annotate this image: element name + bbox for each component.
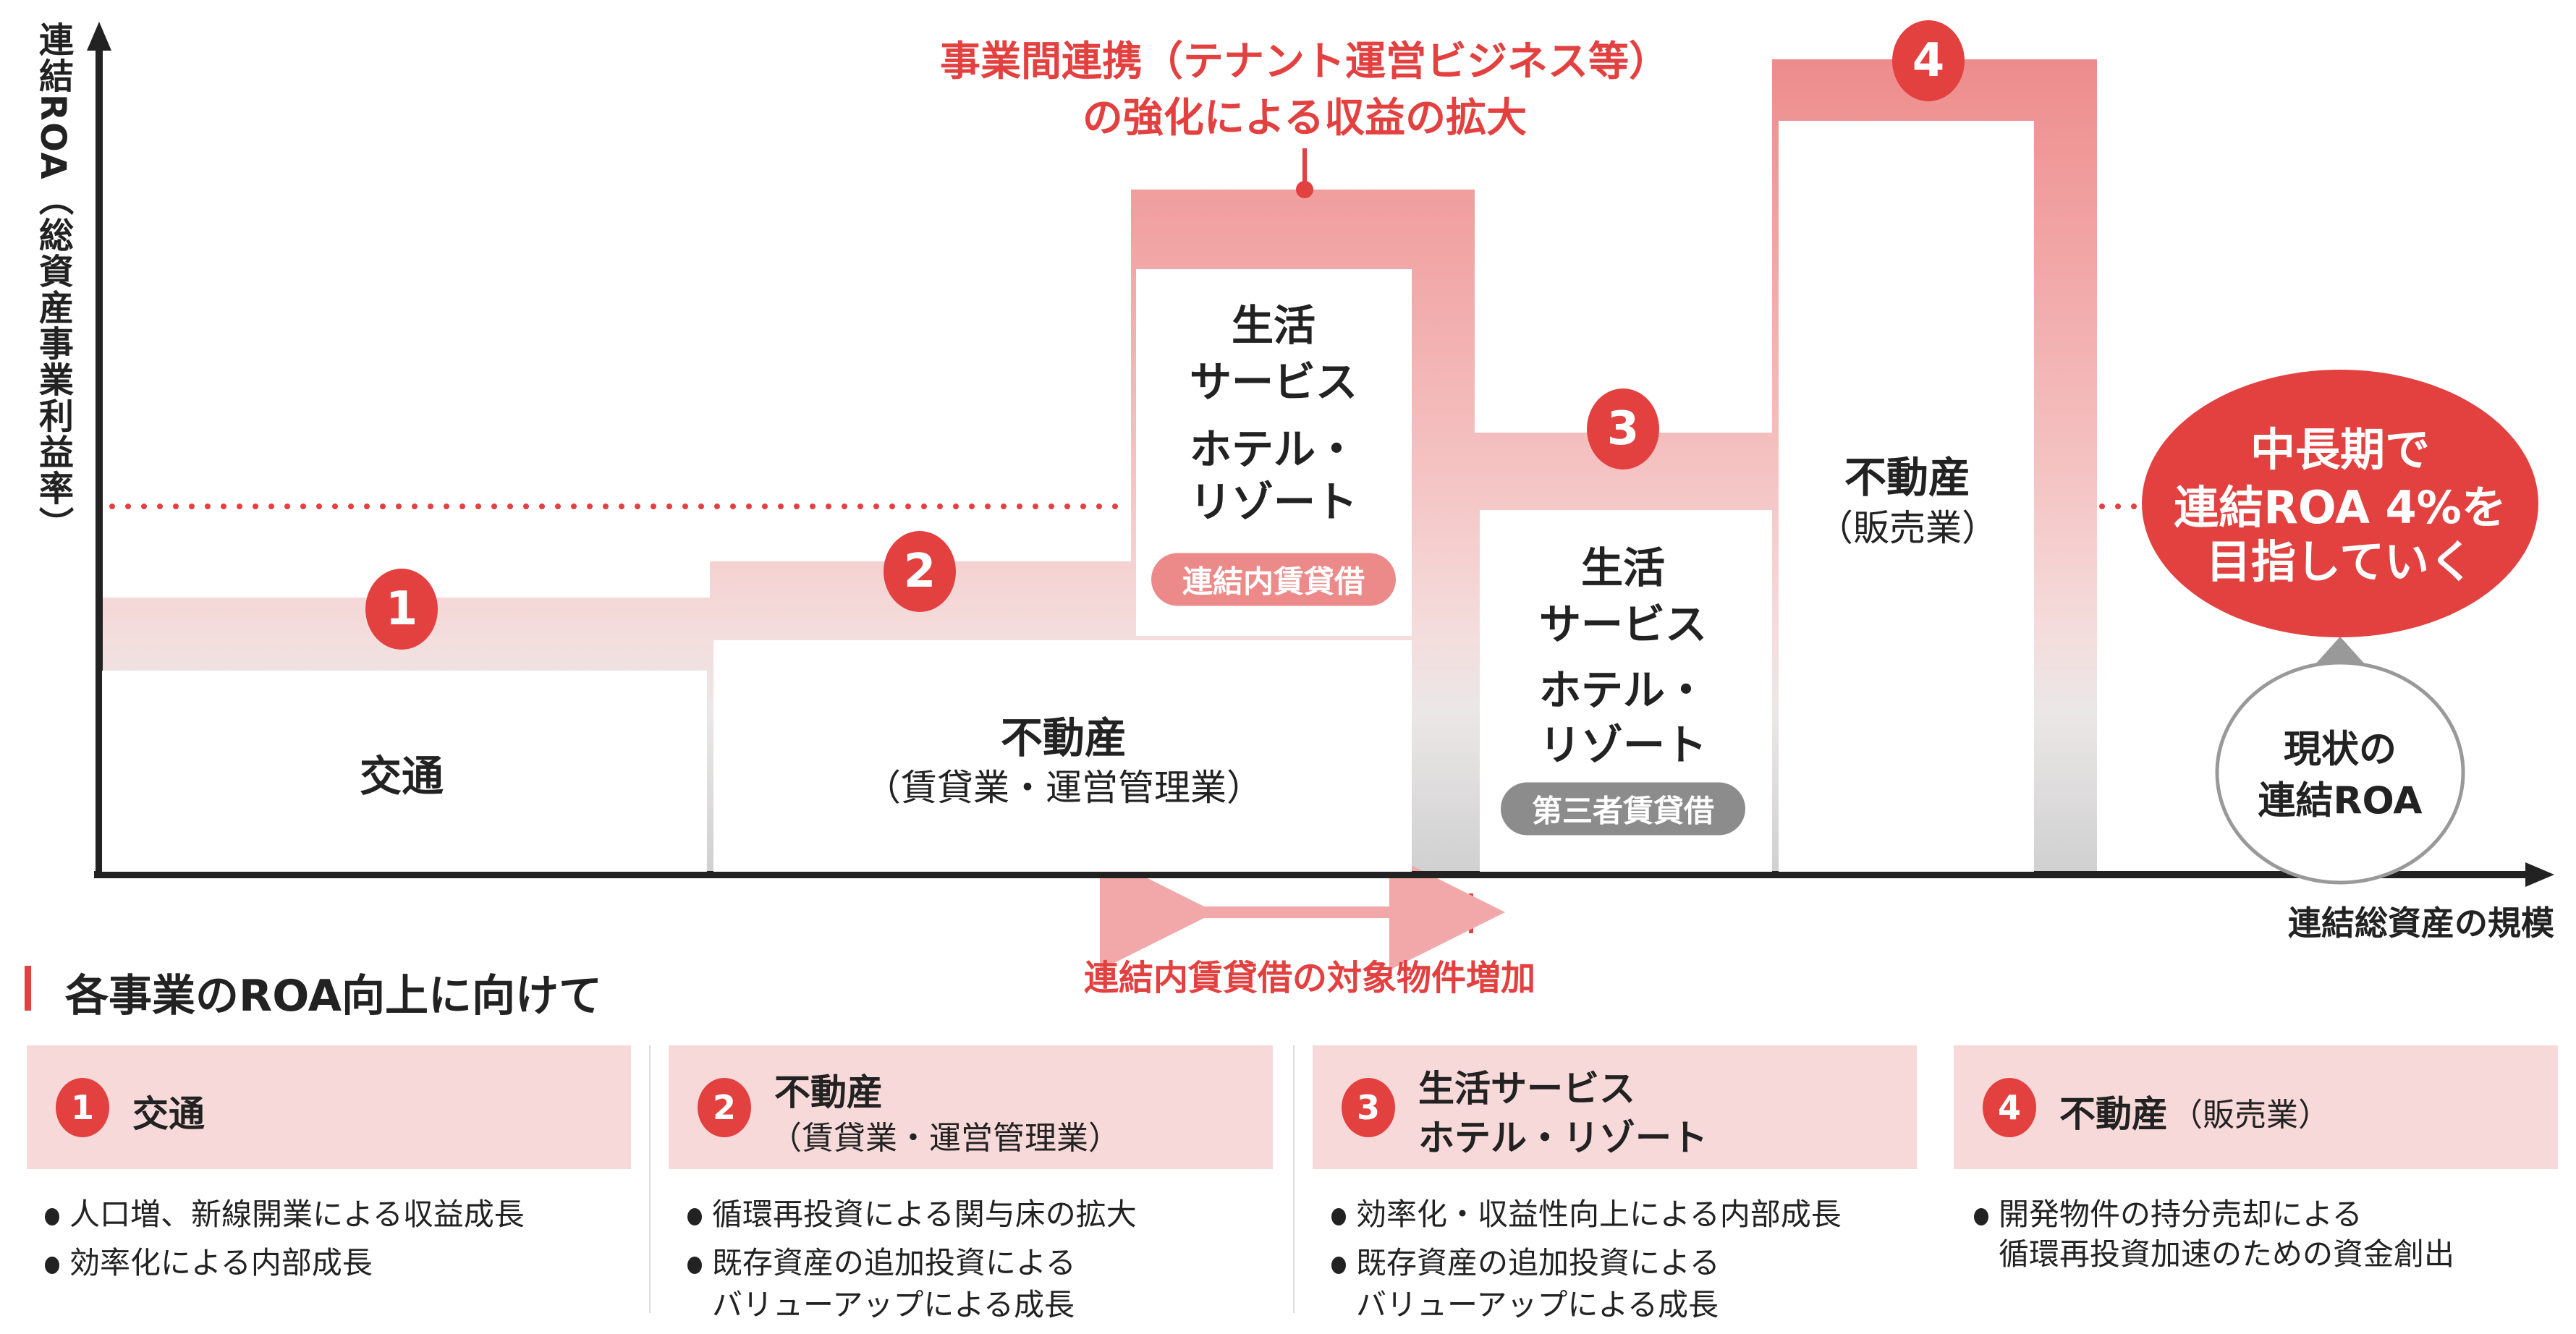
bullet-item: 人口増、新線開業による収益成長 [45,1190,525,1234]
card-number: 2 [698,1077,751,1137]
box-real-estate-sales [1779,121,2034,872]
life-b-line-2: サービス [1538,600,1708,649]
y-axis-label: 連結ROA（総資産事業利益率） [33,22,73,543]
card-subtitle: ホテル・リゾート [1418,1117,1708,1159]
card-title: 交通 [132,1093,205,1135]
card-subtitle: （賃貸業・運営管理業） [770,1120,1120,1157]
life-b-line-4: リゾート [1538,721,1708,770]
box-transport [102,671,707,872]
bullet-item: 既存資産の追加投資による [687,1239,1076,1283]
segment-number-4: 4 [1892,20,1965,101]
section-title: 各事業のROA向上に向けて [65,971,603,1021]
card-subtitle: （販売業） [2171,1097,2330,1134]
real-estate-sub: （賃貸業・運営管理業） [865,767,1263,809]
bullet-item: 開発物件の持分売却による [1974,1190,2363,1234]
section-title-bar [25,966,31,1011]
callout-line-1: 事業間連携（テナント運営ビジネス等） [940,38,1669,85]
card-title: 不動産 [2059,1093,2168,1135]
card-number: 3 [1342,1077,1395,1137]
card-title: 不動産 [774,1071,883,1113]
segment-number-3: 3 [1587,388,1659,470]
bullet-item-continued: バリューアップによる成長 [712,1287,1075,1322]
target-line-1: 中長期で [2250,423,2431,476]
card-number: 1 [56,1077,109,1137]
internal-lease-badge: 連結内賃貸借 [1151,553,1396,606]
life-b-line-3: ホテル・ [1538,666,1708,715]
real-estate-sales-label: 不動産 [1844,453,1971,502]
current-line-1: 現状の [2283,728,2397,772]
card-real-estate-leasing: 2 不動産 （賃貸業・運営管理業） [669,1045,1273,1169]
bullet-item: 循環再投資による関与床の拡大 [687,1190,1137,1234]
bullet-item-continued: 循環再投資加速のための資金創出 [1999,1236,2455,1272]
life-a-line-2: サービス [1189,357,1358,407]
transport-label: 交通 [359,752,444,801]
life-a-line-4: リゾート [1189,477,1358,527]
bullet-item-continued: バリューアップによる成長 [1356,1287,1719,1322]
range-label: 連結内賃貸借の対象物件増加 [1083,958,1536,998]
bullet-item: 既存資産の追加投資による [1331,1239,1720,1283]
x-axis-arrow [2525,862,2554,887]
card-transport: 1 交通 [27,1045,631,1169]
x-axis-label: 連結総資産の規模 [2288,904,2554,943]
divider [1293,1045,1295,1313]
third-party-lease-badge: 第三者賃貸借 [1501,782,1745,836]
y-axis-arrow [87,22,111,51]
card-number: 4 [1983,1077,2036,1137]
life-a-line-1: 生活 [1231,301,1316,350]
up-arrow-icon [2314,637,2366,666]
card-real-estate-sales: 4 不動産 （販売業） [1954,1045,2558,1169]
real-estate-label: 不動産 [1000,713,1127,762]
segment-number-1: 1 [365,569,438,650]
life-b-line-1: 生活 [1580,543,1666,592]
segment-number-2: 2 [884,531,956,612]
current-line-2: 連結ROA [2258,779,2423,823]
callout-pin-dot [1296,181,1313,198]
target-ellipse [2142,370,2538,637]
card-life-services: 3 生活サービス ホテル・リゾート [1313,1045,1917,1169]
bullet-item: 効率化・収益性向上による内部成長 [1331,1190,1842,1234]
life-a-line-3: ホテル・ [1189,425,1358,474]
real-estate-sales-sub: （販売業） [1817,507,1998,549]
callout-line-2: の強化による収益の拡大 [1082,95,1528,142]
box-real-estate-leasing [713,640,1412,872]
target-line-3: 目指していく [2206,535,2475,588]
current-circle [2215,660,2465,885]
card-title: 生活サービス [1418,1068,1635,1110]
bullet-item: 効率化による内部成長 [45,1239,373,1283]
divider [649,1045,651,1313]
target-line-2: 連結ROA 4%を [2174,481,2507,534]
